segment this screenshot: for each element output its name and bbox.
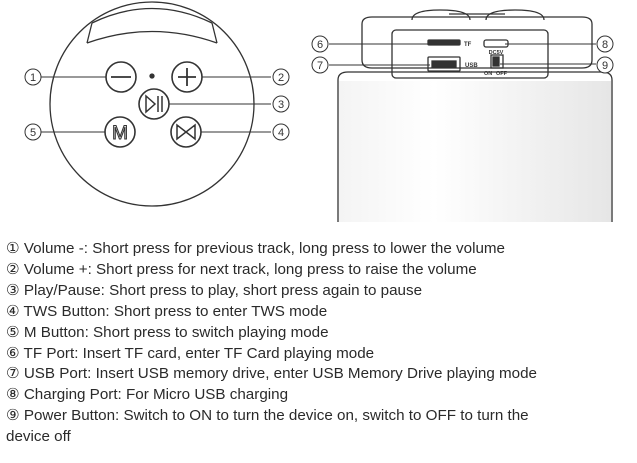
port-panel bbox=[391, 29, 549, 79]
speaker-indicator-dot bbox=[149, 73, 155, 79]
speaker-inner-arc bbox=[86, 30, 218, 44]
speaker-diagram: M bbox=[24, 1, 614, 222]
legend-item-charging-port: ⑧ Charging Port: For Micro USB charging bbox=[6, 386, 289, 404]
top-knob-right bbox=[485, 9, 545, 21]
callout-6-number: 6 bbox=[317, 39, 323, 51]
dc-label: DC5V bbox=[489, 50, 504, 56]
volume-down-button[interactable] bbox=[105, 61, 137, 93]
legend-item-play-pause: ③ Play/Pause: Short press to play, short… bbox=[6, 281, 423, 299]
legend-item-volume-down: ① Volume -: Short press for previous tra… bbox=[6, 240, 505, 257]
callout-2 bbox=[272, 68, 290, 86]
legend-item-volume-up: ② Volume +: Short press for next track, … bbox=[6, 260, 477, 278]
callout-8-number: 8 bbox=[602, 39, 608, 51]
usb-label: USB bbox=[465, 63, 478, 69]
callout-4-number: 4 bbox=[278, 127, 284, 139]
callout-3-number: 3 bbox=[278, 99, 284, 111]
tf-label: TF bbox=[464, 42, 472, 48]
callout-8 bbox=[596, 35, 614, 53]
play-pause-button[interactable] bbox=[138, 88, 170, 120]
power-switch[interactable] bbox=[490, 54, 504, 69]
legend-item-tws: ④ TWS Button: Short press to enter TWS m… bbox=[6, 302, 328, 320]
usb-port[interactable] bbox=[427, 56, 461, 72]
side-head bbox=[361, 16, 593, 69]
legend-item-power-button: ⑨ Power Button: Switch to ON to turn the… bbox=[6, 407, 529, 425]
off-label: OFF bbox=[496, 71, 508, 77]
on-label: ON bbox=[484, 71, 492, 77]
legend-item-power-button-cont: device off bbox=[6, 428, 71, 446]
callout-5 bbox=[24, 123, 42, 141]
callout-9-number: 9 bbox=[602, 60, 608, 72]
tws-button[interactable] bbox=[170, 116, 202, 148]
callout-3 bbox=[272, 95, 290, 113]
legend-item-tf-port: ⑥ TF Port: Insert TF card, enter TF Card… bbox=[6, 344, 375, 362]
legend-item-usb-port: ⑦ USB Port: Insert USB memory drive, ent… bbox=[6, 365, 537, 383]
callout-2-number: 2 bbox=[278, 72, 284, 84]
tws-icon bbox=[176, 123, 196, 141]
speaker-body-shade bbox=[339, 81, 611, 222]
callout-4 bbox=[272, 123, 290, 141]
legend-item-m-button: ⑤ M Button: Short press to switch playin… bbox=[6, 323, 329, 341]
callout-markers bbox=[24, 35, 614, 141]
speaker-side-view bbox=[337, 9, 613, 222]
callout-7-number: 7 bbox=[317, 60, 323, 72]
callout-7 bbox=[311, 56, 329, 74]
play-pause-icon bbox=[145, 94, 157, 114]
speaker-strap-arc bbox=[91, 7, 213, 24]
callout-1 bbox=[24, 68, 42, 86]
callout-1-number: 1 bbox=[30, 72, 36, 84]
volume-up-button[interactable] bbox=[171, 61, 203, 93]
charging-port[interactable] bbox=[483, 39, 509, 48]
top-knob-left bbox=[411, 9, 471, 21]
speaker-strap-right bbox=[211, 22, 218, 44]
tf-port[interactable] bbox=[427, 39, 461, 46]
callout-leaders-right bbox=[329, 43, 596, 66]
speaker-strap-left bbox=[86, 22, 93, 44]
callout-5-number: 5 bbox=[30, 127, 36, 139]
callout-6 bbox=[311, 35, 329, 53]
callout-leaders-left bbox=[41, 76, 271, 133]
feature-legend: ① Volume -: Short press for previous tra… bbox=[6, 239, 634, 448]
m-button-glyph: M bbox=[112, 123, 128, 144]
callout-9 bbox=[596, 56, 614, 74]
